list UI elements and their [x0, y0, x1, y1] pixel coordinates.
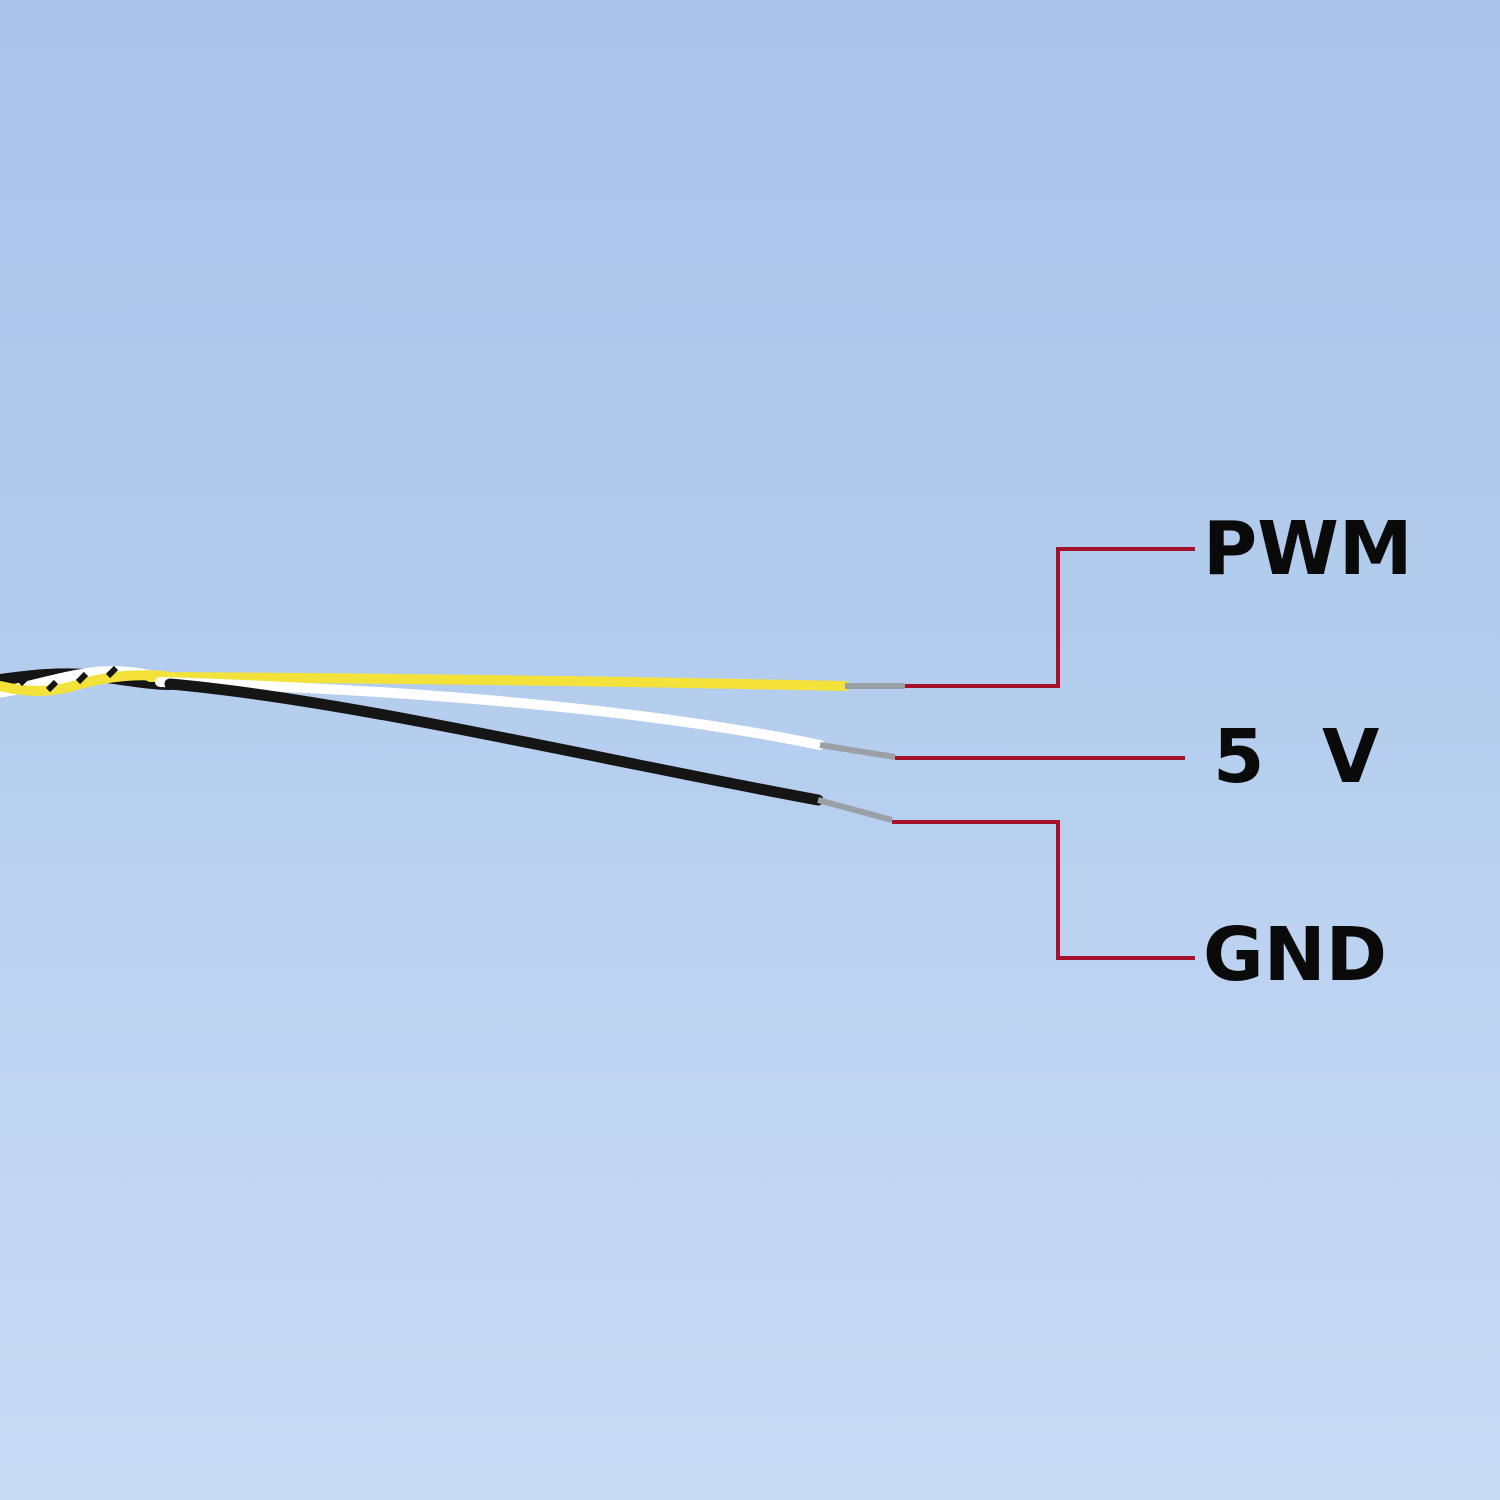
leader-line-gnd: [892, 820, 1195, 960]
pin-label-5v: 5 V: [1213, 714, 1382, 800]
wire-5v-conductor: [819, 742, 896, 760]
pin-label-gnd: GND: [1203, 912, 1388, 998]
wire-gnd: [164, 678, 893, 823]
wire-gnd-conductor: [817, 797, 893, 823]
pin-label-pwm: PWM: [1203, 506, 1413, 592]
wire-pwm: [145, 672, 905, 691]
wire-5v: [155, 677, 896, 760]
leader-line-pwm: [905, 547, 1195, 688]
